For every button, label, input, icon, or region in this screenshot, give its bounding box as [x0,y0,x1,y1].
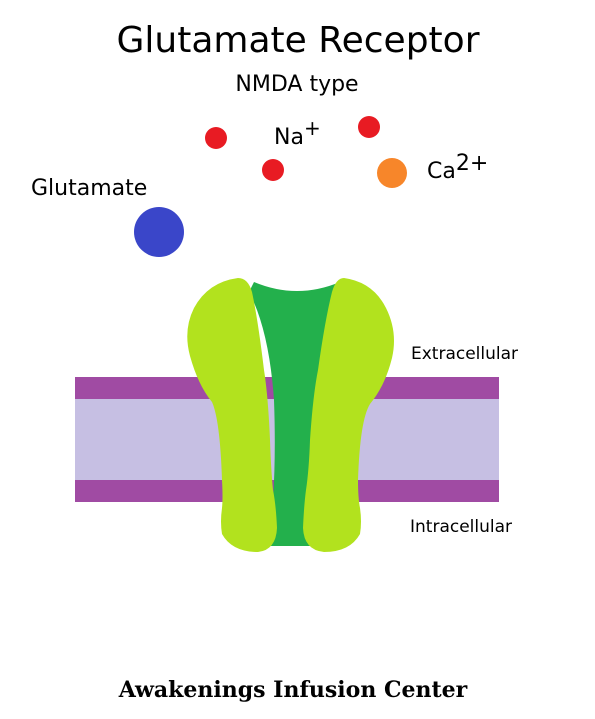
receptor-left-subunit [187,278,277,552]
intracellular-label: Intracellular [410,517,512,537]
extracellular-label: Extracellular [411,344,518,364]
sodium-ion [262,159,284,181]
sodium-ion [205,127,227,149]
footer-credit: Awakenings Infusion Center [118,677,468,703]
calcium-ion [377,158,407,188]
glutamate-molecule [134,207,184,257]
calcium-label-charge: 2+ [456,151,488,176]
diagram-title: Glutamate Receptor [116,20,479,61]
receptor-right-subunit [303,278,394,552]
calcium-label: Ca2+ [427,151,488,184]
sodium-ion [358,116,380,138]
glutamate-label: Glutamate [31,176,147,201]
receptor-channel-subunit [249,282,345,546]
sodium-label: Na+ [274,116,321,150]
sodium-label-charge: + [304,116,321,140]
sodium-label-base: Na [274,125,304,150]
calcium-label-base: Ca [427,159,456,184]
diagram-subtitle: NMDA type [235,72,358,97]
